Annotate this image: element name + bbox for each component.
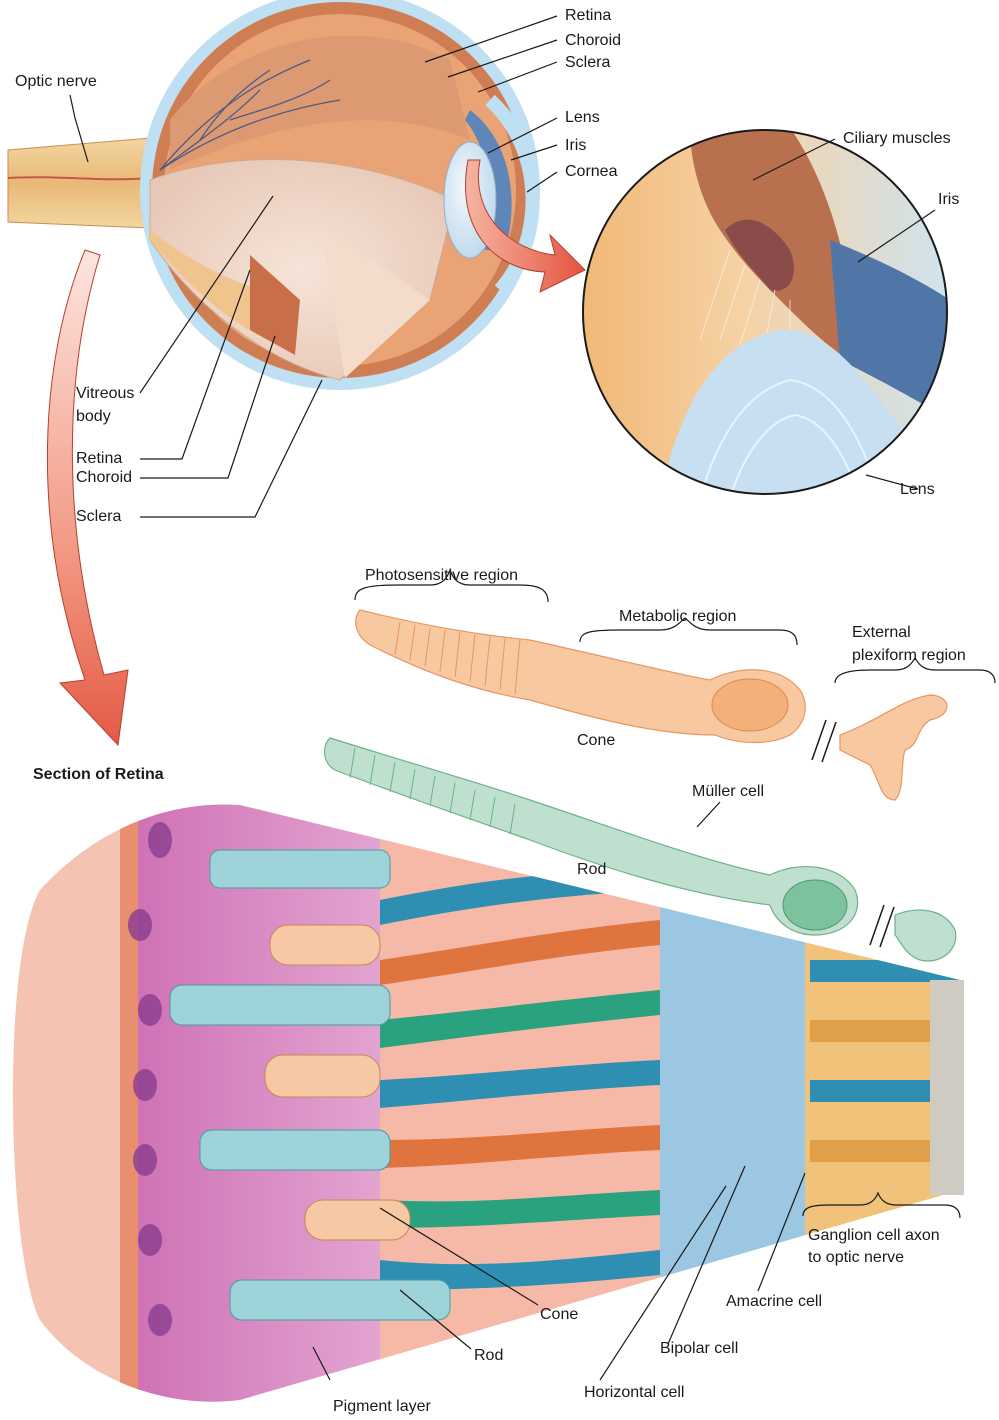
label-horizontal-cell: Horizontal cell: [584, 1383, 684, 1402]
label-external-line1: External: [852, 623, 911, 642]
zoom-arrow-to-retina: [47, 250, 128, 745]
eyeball-diagram: [8, 0, 540, 390]
label-ganglion-line1: Ganglion cell axon: [808, 1226, 940, 1245]
label-vitreous-line2: body: [76, 407, 111, 426]
label-ciliary-muscles: Ciliary muscles: [843, 129, 951, 148]
label-inset-iris: Iris: [938, 190, 959, 209]
label-retina-top: Retina: [565, 6, 611, 25]
label-optic-nerve: Optic nerve: [15, 72, 97, 91]
label-section-of-retina: Section of Retina: [33, 765, 164, 784]
label-cone-cell: Cone: [577, 731, 615, 750]
label-choroid-bottom: Choroid: [76, 468, 132, 487]
label-retina-rod: Rod: [474, 1346, 503, 1365]
label-cornea: Cornea: [565, 162, 617, 181]
label-vitreous-line1: Vitreous: [76, 384, 134, 403]
label-retina-cone: Cone: [540, 1305, 578, 1324]
label-amacrine-cell: Amacrine cell: [726, 1292, 822, 1311]
label-iris: Iris: [565, 136, 586, 155]
label-external-line2: plexiform region: [852, 646, 966, 665]
label-rod-cell: Rod: [577, 860, 606, 879]
label-bipolar-cell: Bipolar cell: [660, 1339, 738, 1358]
label-ganglion-line2: to optic nerve: [808, 1248, 904, 1267]
label-inset-lens: Lens: [900, 480, 935, 499]
label-muller-cell: Müller cell: [692, 782, 764, 801]
label-choroid-top: Choroid: [565, 31, 621, 50]
label-retina-bottom: Retina: [76, 449, 122, 468]
label-photosensitive-region: Photosensitive region: [365, 566, 518, 585]
label-sclera-bottom: Sclera: [76, 507, 121, 526]
label-metabolic-region: Metabolic region: [619, 607, 736, 626]
label-lens: Lens: [565, 108, 600, 127]
label-pigment-layer: Pigment layer: [333, 1397, 431, 1416]
label-sclera-top: Sclera: [565, 53, 610, 72]
ciliary-inset: [580, 128, 950, 498]
